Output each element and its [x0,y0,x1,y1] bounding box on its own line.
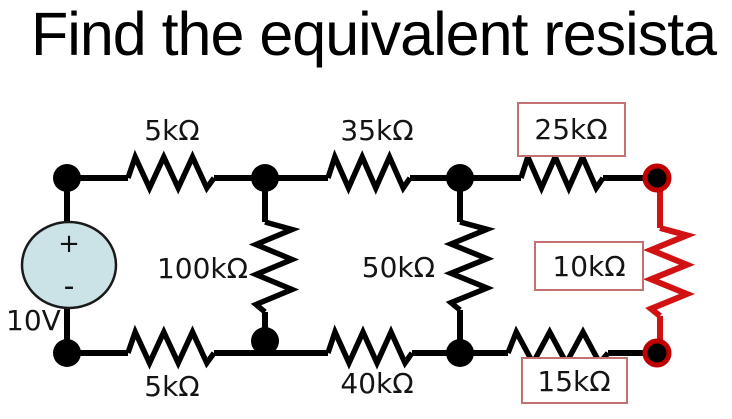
resistor-label-40k: 40kΩ [340,367,413,400]
junction-node-highlighted [642,338,672,368]
resistor-zigzag-35k [325,149,413,195]
resistor-zigzag-5k-top [125,149,217,195]
resistor-label-100k: 100kΩ [157,252,248,285]
resistor-zigzag-40k [325,324,415,370]
junction-node [251,164,279,192]
resistor-zigzag-10k-red [643,225,697,319]
highlight-box-25k [517,102,626,157]
highlight-box-15k [521,357,628,404]
junction-node [53,164,81,192]
resistor-zigzag-25k [518,149,606,195]
resistors [125,149,611,370]
junction-node [251,327,279,355]
resistor-label-50k: 50kΩ [362,251,435,284]
voltage-source: + - [20,220,118,310]
voltage-source-circle [20,220,118,310]
resistor-label-5k-bottom: 5kΩ [144,370,199,403]
resistor-zigzag-5k-bottom [125,324,217,370]
resistor-label-35k: 35kΩ [340,114,413,147]
highlight-box-10k [534,241,644,291]
resistor-label-5k-top: 5kΩ [144,114,199,147]
voltage-source-label: 10V [6,304,61,337]
page-title: Find the equivalent resista [31,0,717,68]
highlight-boxes [517,102,644,404]
junction-nodes [53,163,672,368]
junction-node [446,164,474,192]
junction-node [446,339,474,367]
resistor-label-25k: 25kΩ [534,113,607,146]
minus-sign: - [64,269,75,304]
resistor-zigzag-100k [248,219,301,315]
junction-node [53,339,81,367]
resistor-label-15k: 15kΩ [537,365,610,398]
resistor-label-10k: 10kΩ [552,250,625,283]
plus-sign: + [58,229,80,259]
resistor-zigzag-50k [443,219,496,313]
junction-node-highlighted [642,163,672,193]
